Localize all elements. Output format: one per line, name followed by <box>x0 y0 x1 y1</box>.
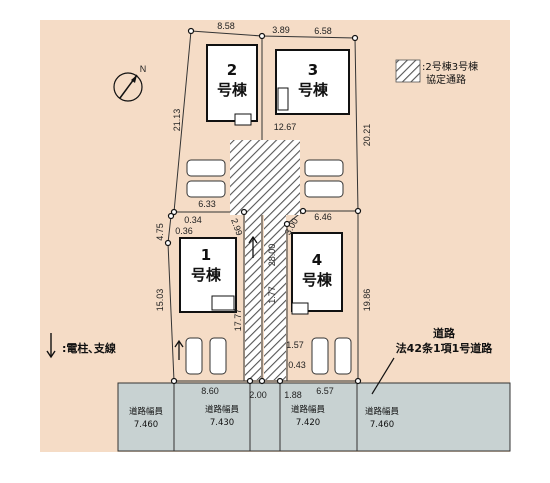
dim-bottom-passage: 2.00 <box>249 390 267 400</box>
dim-passage-small: 1.77 <box>267 286 277 304</box>
dim-bottom-left: 8.60 <box>201 386 219 396</box>
shared-passage-strip-right <box>264 214 286 380</box>
building-3: 3 号棟 <box>275 49 350 115</box>
road-label-3: 道路幅員 <box>291 404 326 415</box>
dim-lot1-b: 0.36 <box>175 226 193 236</box>
dim-lot1-side: 4.75 <box>155 223 165 241</box>
building-3-label: 号棟 <box>298 81 329 99</box>
shared-passage-strip-left <box>245 212 261 380</box>
building-1-number: 1 <box>201 246 211 264</box>
dim-p1: 1.57 <box>286 340 304 350</box>
dim-lot1-top: 6.33 <box>198 199 216 209</box>
building-4-label: 号棟 <box>302 271 333 289</box>
legend-hatch-line2: 協定通路 <box>426 73 466 86</box>
building-2-label: 号棟 <box>217 81 248 99</box>
building-1-label: 号棟 <box>191 266 222 284</box>
legend-hatch-line1: :2号棟3号棟 <box>422 60 478 73</box>
dim-lot4-top: 6.46 <box>314 212 332 222</box>
dim-top-left: 8.58 <box>217 21 235 31</box>
building-4-number: 4 <box>312 251 322 269</box>
road-width-4: 7.460 <box>370 420 394 430</box>
dim-lot4-right: 19.86 <box>362 289 372 312</box>
dim-lot1-right: 17.77 <box>233 309 243 332</box>
north-label: N <box>140 64 147 74</box>
road-label-4: 道路幅員 <box>365 406 400 417</box>
building-2: 2 号棟 <box>206 44 258 126</box>
building-3-number: 3 <box>308 61 318 79</box>
road-law: 法42条1項1号道路 <box>396 341 494 355</box>
dim-top-mid: 3.89 <box>272 25 290 35</box>
road-leader-line <box>371 357 395 395</box>
shared-passage-area <box>230 140 300 215</box>
north-arrow-icon: N <box>113 64 147 102</box>
dim-p2: 0.43 <box>288 360 306 370</box>
building-1: 1 号棟 <box>179 237 237 313</box>
dim-bottom-small: 1.88 <box>284 390 302 400</box>
road-title: 道路 <box>433 326 456 340</box>
dim-lot1-a: 0.34 <box>184 215 202 225</box>
legend-pole-label: :電柱､支線 <box>62 341 116 355</box>
road-width-2: 7.430 <box>210 418 234 428</box>
building-2-number: 2 <box>227 61 237 79</box>
dim-left-upper: 21.13 <box>172 109 182 132</box>
dim-top-right: 6.58 <box>314 26 332 36</box>
utility-pole-icon <box>174 235 258 360</box>
dim-right-upper: 20.21 <box>362 124 372 147</box>
road-label-1: 道路幅員 <box>129 406 164 417</box>
dim-divider-upper: 12.67 <box>274 122 297 132</box>
road-label-2: 道路幅員 <box>205 404 240 415</box>
road <box>117 382 511 452</box>
legend-pole-icon <box>46 333 56 359</box>
building-4: 4 号棟 <box>291 232 343 315</box>
road-width-3: 7.420 <box>296 418 320 428</box>
legend-hatch-swatch <box>395 59 421 83</box>
dim-lot1-left: 15.03 <box>155 289 165 312</box>
parking-cars <box>185 159 352 375</box>
dim-passage: 28.00 <box>267 244 277 267</box>
road-width-1: 7.460 <box>134 420 158 430</box>
dim-bottom-right: 6.57 <box>316 386 334 396</box>
survey-points <box>164 27 362 385</box>
